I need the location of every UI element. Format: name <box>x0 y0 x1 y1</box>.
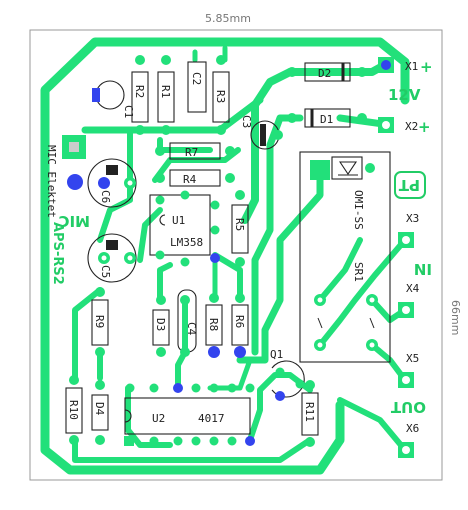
input-label: IN <box>414 260 432 278</box>
c1-label: C1 <box>122 105 135 118</box>
resistor-r4: R4 <box>155 169 235 187</box>
c6-label: C6 <box>99 190 112 203</box>
resistor-r7: R7 <box>155 142 235 160</box>
r2-label: R2 <box>133 85 146 98</box>
transistor-q1: Q1 <box>270 348 305 401</box>
output-label: OUT <box>390 398 426 416</box>
q1-label: Q1 <box>270 348 283 361</box>
resistor-r2: R2 <box>131 55 149 135</box>
sr1-part-label: OMI-SS <box>352 190 365 230</box>
u2-part-label: 4017 <box>198 412 225 425</box>
connectors: X1 X2 X3 X4 X5 X6 <box>378 57 420 458</box>
u2-label: U2 <box>152 412 165 425</box>
c5-label: C5 <box>99 265 112 278</box>
mic-label: MIC <box>58 212 90 230</box>
diode-d3: D3 <box>152 295 170 357</box>
resistor-r10: R10 <box>65 375 83 445</box>
copper-traces <box>40 37 410 475</box>
connector-x6-label: X6 <box>406 422 419 435</box>
ic-u2: U2 4017 <box>124 383 255 446</box>
r4-label: R4 <box>183 173 197 186</box>
capacitor-c4: C4 <box>177 289 198 357</box>
capacitor-c1: C1 <box>92 80 135 118</box>
plus-label-bottom: + <box>418 118 431 136</box>
resistor-r6: R6 <box>231 293 249 358</box>
ic-u1: U1 LM358 <box>149 190 220 267</box>
d3-label: D3 <box>154 318 167 331</box>
c3-label: C3 <box>240 115 253 128</box>
r3-label: R3 <box>214 90 227 103</box>
logo-label: PT <box>398 176 420 194</box>
connector-x3-label: X3 <box>406 212 419 225</box>
r5-label: R5 <box>233 218 246 231</box>
board-outline <box>29 29 443 481</box>
resistor-r5: R5 <box>231 190 249 267</box>
r11-label: R11 <box>303 402 316 422</box>
d4-label: D4 <box>93 402 106 416</box>
r9-label: R9 <box>93 315 106 328</box>
logo-box <box>394 171 426 199</box>
mic-elektet-label: MIC Elektet <box>45 145 58 218</box>
capacitor-c3: C3 <box>240 115 283 150</box>
relay-sr1: OMI-SS SR1 <box>299 151 391 363</box>
u1-part-label: LM358 <box>170 236 203 249</box>
r8-label: R8 <box>207 318 220 331</box>
connector-x5-label: X5 <box>406 352 419 365</box>
supply-voltage-label: 12V <box>388 86 421 104</box>
board-height-label: 66mm <box>449 300 462 335</box>
diode-d1: D1 <box>287 108 367 128</box>
resistor-r11: R11 <box>301 380 319 447</box>
r1-label: R1 <box>159 85 172 98</box>
capacitor-c6: C6 <box>87 158 137 208</box>
resistor-r1: R1 <box>157 55 175 135</box>
c4-label: C4 <box>185 322 198 336</box>
connector-x2-label: X2 <box>405 120 418 133</box>
capacitor-c2: C2 <box>187 61 207 113</box>
c2-label: C2 <box>190 72 203 85</box>
sr1-label: SR1 <box>352 262 365 282</box>
capacitor-c5: C5 <box>87 233 137 283</box>
r6-label: R6 <box>233 315 246 328</box>
d2-label: D2 <box>318 67 331 80</box>
r7-label: R7 <box>185 146 198 159</box>
author-label: APS-RS2 <box>50 222 65 285</box>
diode-d2: D2 <box>287 62 367 82</box>
plus-label-top: + <box>420 58 433 76</box>
resistor-r9: R9 <box>91 287 109 357</box>
connector-x4-label: X4 <box>406 282 420 295</box>
resistor-r8: R8 <box>205 293 223 358</box>
u1-label: U1 <box>172 214 185 227</box>
mic-footprint <box>62 135 86 190</box>
connector-x1-label: X1 <box>405 60 418 73</box>
board-width-label: 5.85mm <box>205 12 251 25</box>
r10-label: R10 <box>67 400 80 420</box>
d1-label: D1 <box>320 113 333 126</box>
diode-d4: D4 <box>91 380 109 445</box>
resistor-r3: R3 <box>212 55 230 135</box>
